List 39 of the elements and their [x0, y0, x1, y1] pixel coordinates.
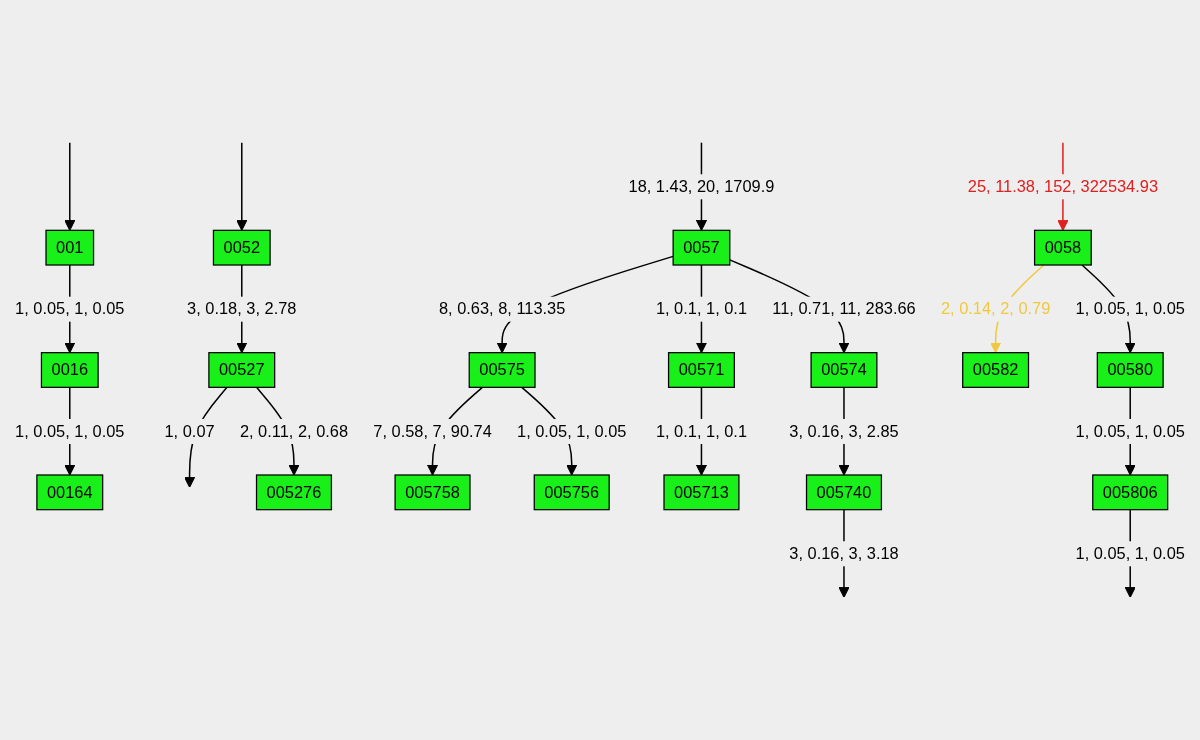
- node-box: 0016: [40, 352, 99, 388]
- edge-label: 1, 0.07: [164, 421, 215, 441]
- edge-label: 3, 0.18, 3, 2.78: [187, 299, 297, 318]
- edge-label: 2, 0.11, 2, 0.68: [239, 421, 349, 441]
- node-box: 0052: [212, 229, 271, 266]
- edge-label: 3, 0.16, 3, 2.85: [789, 421, 899, 441]
- edge-label: 25, 11.38, 152, 322534.93: [967, 176, 1159, 196]
- edge-label: 7, 0.58, 7, 90.74: [373, 421, 492, 441]
- node-box: 005740: [805, 474, 883, 511]
- node-box: 005713: [663, 474, 740, 511]
- node-box: 00164: [36, 474, 104, 511]
- edge-label: 18, 1.43, 20, 1709.9: [628, 176, 775, 196]
- node-box: 005806: [1092, 474, 1169, 511]
- node-box: 005276: [255, 474, 333, 511]
- node-box: 00527: [208, 352, 276, 388]
- node-box: 00580: [1096, 352, 1164, 388]
- node-box: 001: [45, 229, 95, 266]
- arrow: [64, 141, 76, 231]
- edge-label: 1, 0.05, 1, 0.05: [517, 421, 627, 441]
- edge-label: 8, 0.63, 8, 113.35: [438, 299, 566, 318]
- edge-label: 1, 0.05, 1, 0.05: [1075, 299, 1185, 318]
- arrow: [236, 141, 248, 231]
- edge-label: 1, 0.1, 1, 0.1: [655, 421, 748, 441]
- node-box: 00571: [667, 352, 735, 388]
- edge-label: 11, 0.71, 11, 283.66: [772, 299, 916, 318]
- edge-label: 2, 0.14, 2, 0.79: [940, 299, 1051, 318]
- edge-label: 1, 0.05, 1, 0.05: [15, 421, 125, 441]
- node-box: 00574: [810, 352, 878, 388]
- node-box: 0058: [1033, 229, 1092, 266]
- node-box: 00582: [962, 352, 1030, 388]
- edge-label: 1, 0.05, 1, 0.05: [1075, 543, 1185, 563]
- edge-label: 3, 0.16, 3, 3.18: [789, 543, 899, 563]
- edge-label: 1, 0.1, 1, 0.1: [655, 299, 748, 318]
- edge-label: 1, 0.05, 1, 0.05: [15, 299, 125, 318]
- node-box: 00575: [468, 352, 536, 388]
- node-box: 005758: [394, 474, 471, 511]
- edge-label: 1, 0.05, 1, 0.05: [1075, 421, 1185, 441]
- node-box: 005756: [533, 474, 610, 511]
- node-box: 0057: [672, 229, 731, 266]
